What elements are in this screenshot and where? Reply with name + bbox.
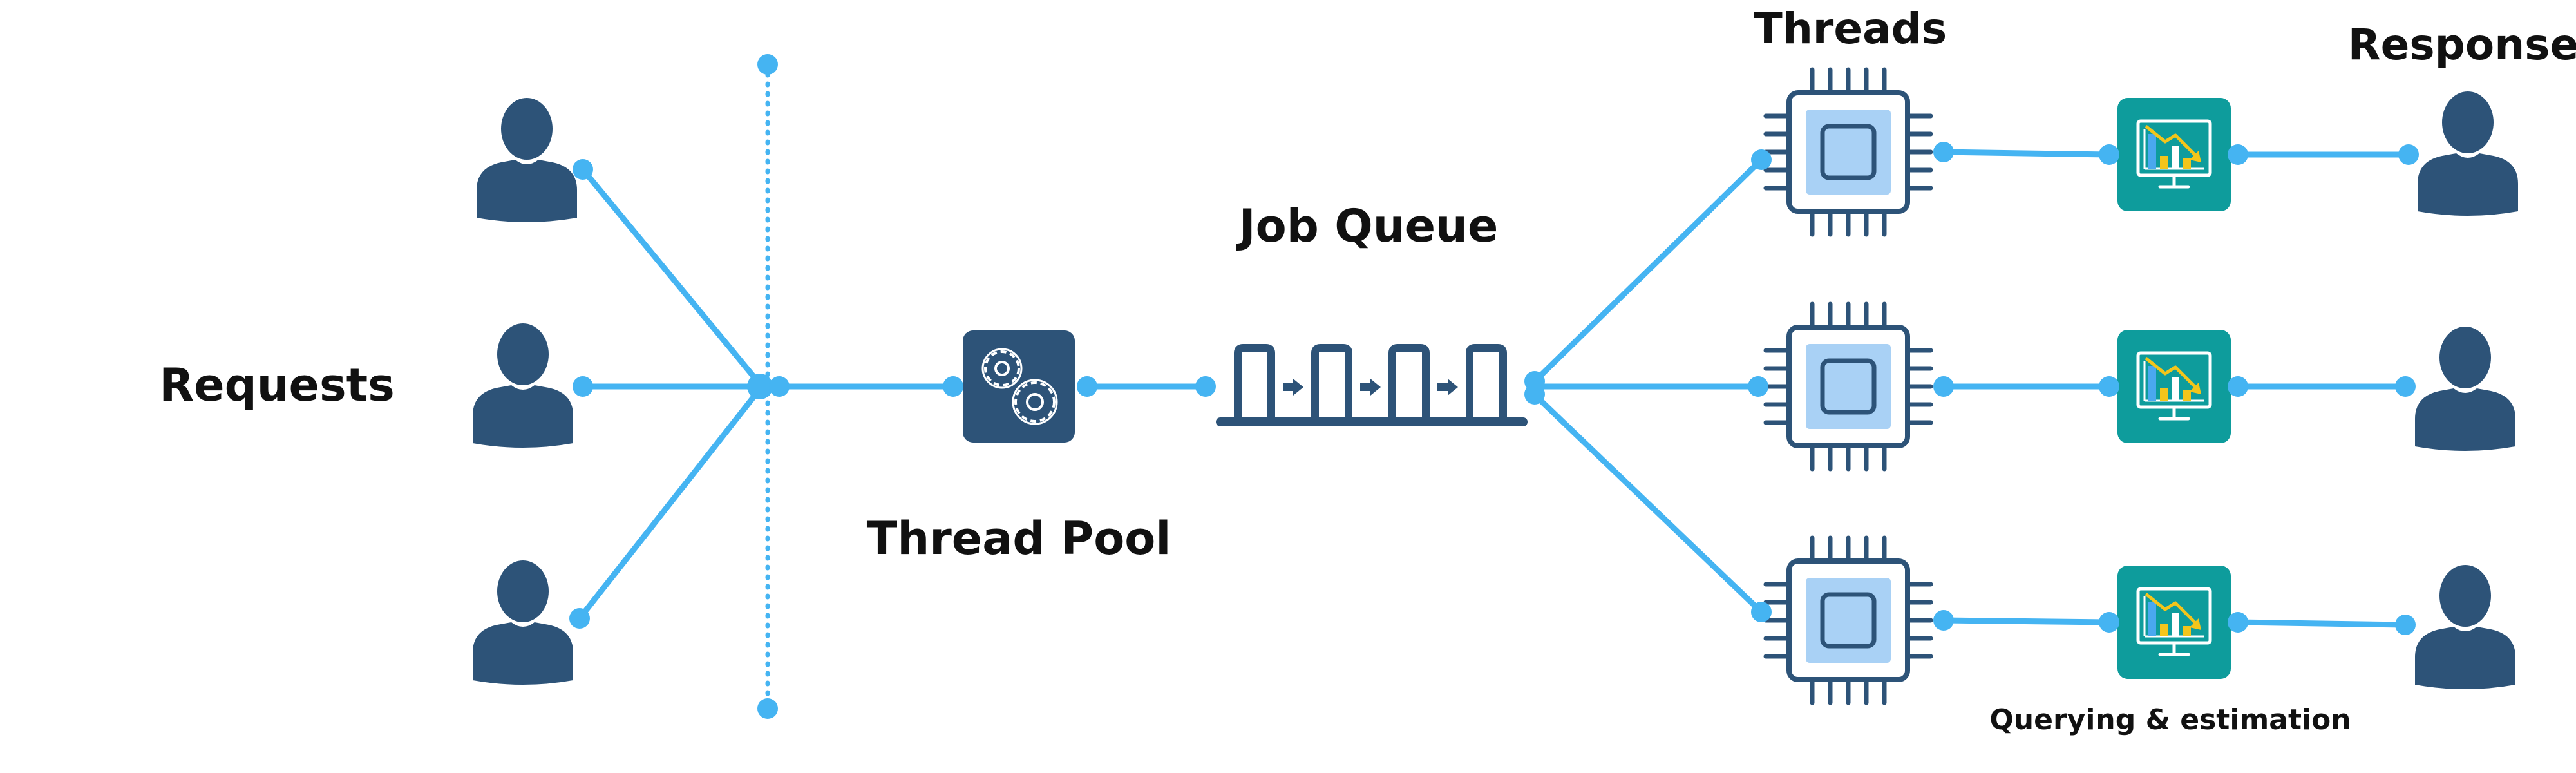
monitor-chart-icon [2117,330,2231,443]
edge-queue-thread3 [1530,390,1765,615]
threads-label: Threads [1754,4,1947,53]
requests-label: Requests [159,359,395,412]
thread-chip-icon [1766,538,1931,703]
response-user-icon [2415,565,2515,689]
edge-thread1-monitor1 [1940,149,2112,158]
request-user-icon [473,323,573,448]
querying-estimation-label: Querying & estimation [1989,703,2351,736]
thread-pool-label: Thread Pool [867,512,1171,565]
connector-lines [576,149,2412,628]
response-user-icon [2418,91,2518,216]
edge-queue-thread1 [1530,157,1765,386]
monitor-chart-icon [2117,98,2231,211]
thread-pool-gears-icon [963,330,1075,443]
monitor-chart-icon [2117,566,2231,679]
connection-dots [569,142,2419,635]
response-label: Response [2348,20,2576,70]
edge-thread3-monitor3 [1940,617,2112,625]
thread-chip-icon [1766,304,1931,469]
job-queue-icon [1216,344,1528,426]
request-user-icon [477,98,577,222]
response-user-icon [2415,327,2515,451]
thread-chip-icon [1766,70,1931,234]
edge-monitor3-user6 [2235,619,2409,628]
job-queue-label: Job Queue [1236,200,1499,253]
request-user-icon [473,560,573,685]
edge-user1-hub [580,166,765,390]
edge-user3-hub [576,383,765,622]
